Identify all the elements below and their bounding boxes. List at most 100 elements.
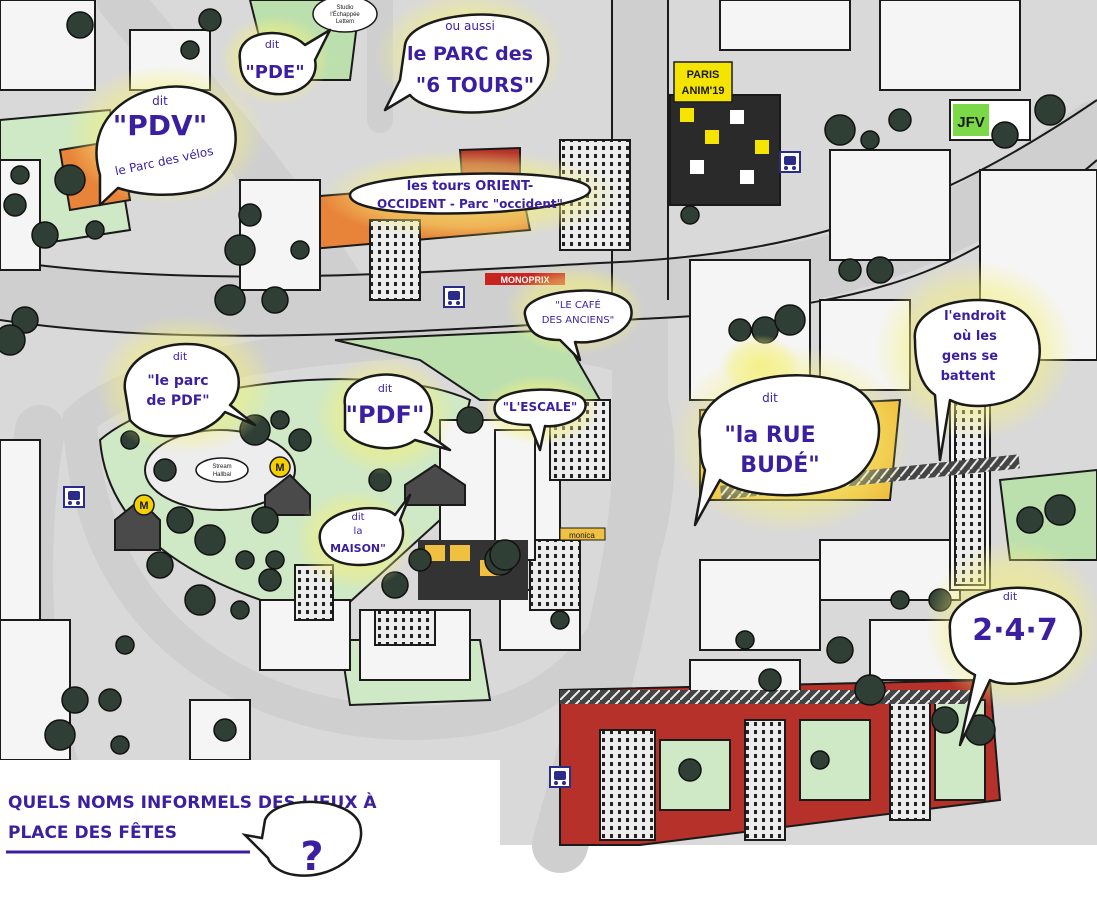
tree [758, 668, 782, 692]
studio-label-1: Studio [336, 5, 354, 11]
tree [991, 121, 1019, 149]
bubble-six-tours: ou aussi le PARC des "6 TOURS" [383, 13, 550, 114]
tree [98, 688, 122, 712]
bubble-pde: dit "PDE" [238, 28, 332, 96]
svg-text:M: M [275, 462, 284, 474]
tree [115, 635, 135, 655]
bubble-pdv: dit "PDV" le Parc des vélos [95, 85, 237, 207]
tree [866, 256, 894, 284]
tree [10, 165, 30, 185]
bubble-escale-name: "L'ESCALE" [503, 400, 578, 414]
bubble-parc-pdf-line1: "le parc [147, 373, 208, 389]
bubble-cafe-line1: "LE CAFÉ [555, 298, 601, 311]
tree [824, 114, 856, 146]
bubble-247-pre: dit [1003, 590, 1018, 603]
tree [11, 306, 39, 334]
question-line2: PLACE DES FÊTES [8, 821, 177, 843]
bubble-parc-pdf-line2: de PDF" [146, 393, 209, 409]
bubble-battent-line3: gens se [942, 349, 998, 364]
tree [456, 406, 484, 434]
tree [270, 410, 290, 430]
tree [288, 428, 312, 452]
tree [110, 735, 130, 755]
tree [44, 719, 76, 751]
tree [838, 258, 862, 282]
tree [166, 506, 194, 534]
tree [153, 458, 177, 482]
paris-anim-building: PARIS ANIM'19 [669, 61, 781, 206]
bus-icon [443, 286, 465, 308]
bubble-battent-line4: battent [941, 369, 996, 384]
bus-icon [549, 766, 571, 788]
bubble-247: dit 2·4·7 [948, 586, 1082, 747]
bubble-orient-line2: OCCIDENT - Parc "occident" [377, 197, 563, 211]
tree [184, 584, 216, 616]
bubble-orient: les tours ORIENT- OCCIDENT - Parc "occid… [348, 172, 592, 215]
tree [550, 610, 570, 630]
bubble-pdv-pre: dit [152, 94, 168, 108]
tree [774, 304, 806, 336]
tree [680, 205, 700, 225]
bubble-escale: "L'ESCALE" [493, 388, 587, 452]
transit-icons: M M [63, 151, 801, 788]
bubble-pde-name: "PDE" [245, 62, 304, 83]
trees [0, 8, 1076, 782]
bubble-maison: dit la MAISON" [318, 493, 412, 567]
bubble-rue-bude-line2: BUDÉ" [740, 452, 819, 478]
bubble-cafe: "LE CAFÉ DES ANCIENS" [523, 289, 633, 362]
paris-anim-sign [673, 61, 733, 103]
bubble-six-tours-line1: le PARC des [407, 43, 533, 65]
tree [3, 193, 27, 217]
tree [489, 539, 521, 571]
tree [265, 550, 285, 570]
tree [860, 130, 880, 150]
bubble-battent-line2: où les [953, 329, 997, 344]
tree [810, 750, 830, 770]
bubble-battent: l'endroit où les gens se battent [913, 298, 1041, 462]
bubble-battent-line1: l'endroit [944, 309, 1006, 324]
bubble-maison-line1: la [354, 526, 363, 537]
bubble-pde-pre: dit [265, 38, 280, 51]
bubble-pdf-name: "PDF" [346, 401, 425, 429]
tree [224, 234, 256, 266]
metro-icon: M [269, 456, 291, 478]
bubble-cafe-line2: DES ANCIENS" [542, 315, 615, 326]
tree [235, 550, 255, 570]
question-panel: QUELS NOMS INFORMELS DES LIEUX À PLACE D… [0, 760, 500, 900]
tree [213, 718, 237, 742]
bubble-six-tours-line2: "6 TOURS" [416, 73, 534, 97]
tree [61, 686, 89, 714]
bubble-rue-bude-line1: "la RUE [724, 423, 815, 448]
tree [198, 8, 222, 32]
tree [66, 11, 94, 39]
tree [261, 286, 289, 314]
tree [194, 524, 226, 556]
studio-sign: Studio l'Échappée Lettem [312, 0, 378, 33]
tree [1016, 506, 1044, 534]
question-mark: ? [300, 834, 323, 880]
tree [1034, 94, 1066, 126]
bubble-247-name: 2·4·7 [972, 613, 1057, 648]
stream-sign: Stream Hallbal [195, 457, 249, 483]
studio-label-3: Lettem [336, 19, 354, 25]
bubble-parc-pdf-pre: dit [173, 350, 188, 363]
tree [1044, 494, 1076, 526]
bus-icon [63, 486, 85, 508]
tree [0, 324, 26, 356]
bubble-orient-line1: les tours ORIENT- [407, 179, 534, 194]
tree [214, 284, 246, 316]
bubble-rue-bude-pre: dit [762, 391, 778, 405]
tree [890, 590, 910, 610]
tree [180, 40, 200, 60]
tree [146, 551, 174, 579]
tree [290, 240, 310, 260]
studio-label-2: l'Échappée [330, 11, 360, 18]
bubble-six-tours-pre: ou aussi [445, 19, 495, 33]
monica-sign: monica [559, 527, 606, 541]
bubble-pdv-name: "PDV" [113, 109, 208, 142]
tree [85, 220, 105, 240]
bus-icon [779, 151, 801, 173]
stream-label-1: Stream [212, 464, 231, 470]
bubble-rue-bude: dit "la RUE BUDÉ" [693, 374, 881, 527]
tree [230, 600, 250, 620]
